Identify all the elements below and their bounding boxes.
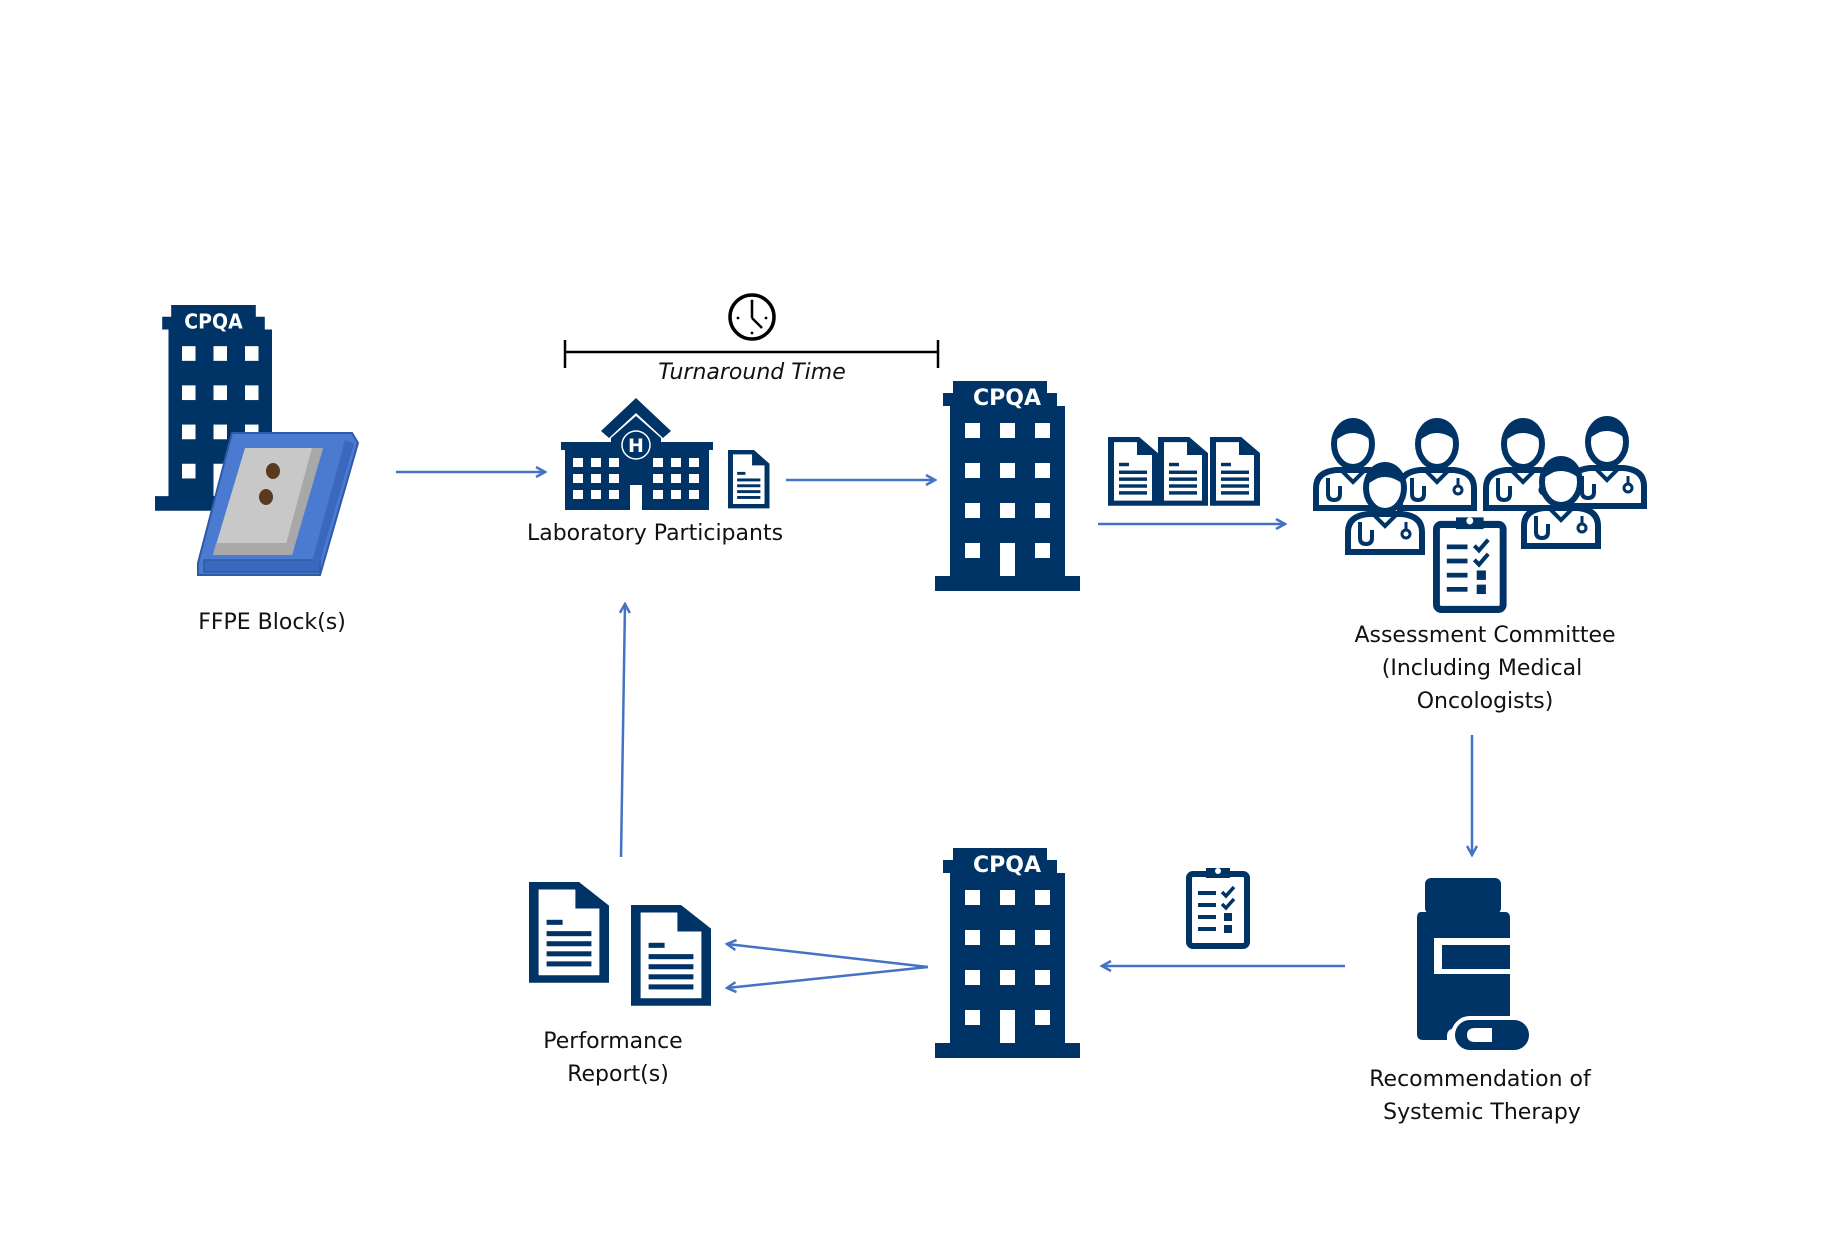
- therapy-label-line-2: Systemic Therapy: [1383, 1100, 1581, 1125]
- hospital-icon: H: [561, 398, 713, 510]
- documents-icon: [1111, 440, 1257, 504]
- turnaround-time-label: Turnaround Time: [658, 360, 846, 385]
- performance-report-label-line-2: Report(s): [567, 1062, 669, 1087]
- clipboard-icon: [1436, 517, 1503, 609]
- turnaround-bracket: [563, 340, 940, 368]
- ffpe-block-icon: [197, 432, 360, 576]
- report-document-icon: [534, 886, 604, 979]
- committee-icon: [1316, 419, 1644, 609]
- committee-label-line-3: Oncologists): [1416, 689, 1554, 714]
- committee-label-line-1: Assessment Committee: [1354, 623, 1616, 648]
- clock-icon: [728, 293, 776, 341]
- hospital-mark: H: [628, 435, 644, 457]
- arrow-cpqa-to-report-2: [727, 965, 929, 988]
- cpqa-building-text: CPQA: [973, 386, 1041, 411]
- laboratory-participants-label: Laboratory Participants: [526, 521, 784, 546]
- arrow-reports-to-lab: [621, 604, 625, 858]
- clipboard-icon: [1189, 868, 1247, 946]
- ffpe-block-label: FFPE Block(s): [198, 610, 346, 635]
- arrow-cpqa-to-report-1: [727, 944, 929, 969]
- pill-bottle-icon: [1417, 878, 1533, 1054]
- document-icon: [730, 452, 767, 506]
- therapy-label-line-1: Recommendation of: [1369, 1067, 1591, 1092]
- cpqa-building-icon: CPQA: [935, 848, 1080, 1058]
- cpqa-building-text: CPQA: [973, 853, 1041, 878]
- cpqa-building-text: CPQA: [184, 310, 243, 334]
- report-document-icon: [636, 909, 706, 1002]
- cpqa-building-icon: CPQA: [155, 305, 286, 511]
- performance-report-label-line-1: Performance: [543, 1029, 683, 1054]
- committee-label-line-2: (Including Medical: [1381, 656, 1583, 681]
- cpqa-building-icon: CPQA: [935, 381, 1080, 591]
